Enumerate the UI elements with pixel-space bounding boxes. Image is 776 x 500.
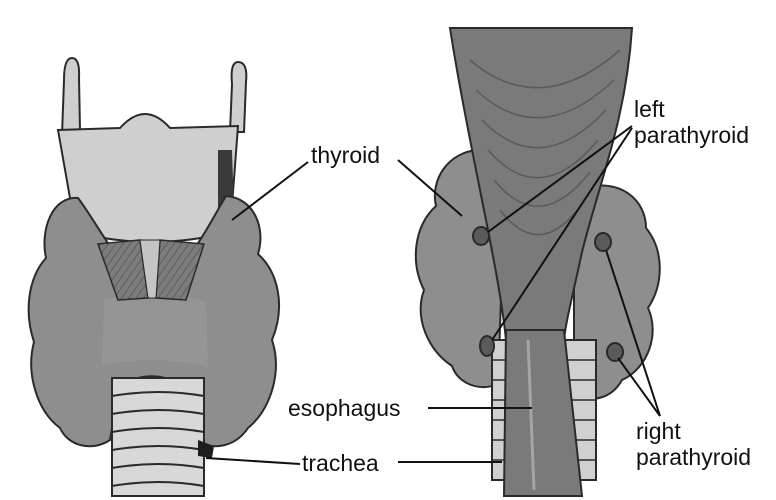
trachea-label: trachea	[302, 450, 379, 476]
thyroid-leader-left	[232, 162, 308, 220]
esophagus-label: esophagus	[288, 395, 401, 421]
right-parathyroid-label-line2: parathyroid	[636, 444, 751, 470]
right-parathyroid-label-line1: right	[636, 418, 751, 444]
anterior-view	[29, 58, 279, 496]
posterior-view	[416, 28, 660, 496]
right-superior-horn	[230, 62, 246, 132]
left-parathyroid-label: left parathyroid	[634, 96, 749, 148]
isthmus	[102, 294, 208, 368]
anterior-trachea	[112, 378, 204, 496]
trachea-leader-left	[206, 458, 300, 464]
thyroid-label: thyroid	[311, 142, 380, 168]
left-parathyroid-label-line1: left	[634, 96, 749, 122]
left-superior-horn	[62, 58, 80, 135]
left-parathyroid-label-line2: parathyroid	[634, 122, 749, 148]
right-parathyroid-label: right parathyroid	[636, 418, 751, 470]
left-superior-parathyroid	[473, 227, 489, 245]
right-inferior-parathyroid	[607, 343, 623, 361]
right-superior-parathyroid	[595, 233, 611, 251]
